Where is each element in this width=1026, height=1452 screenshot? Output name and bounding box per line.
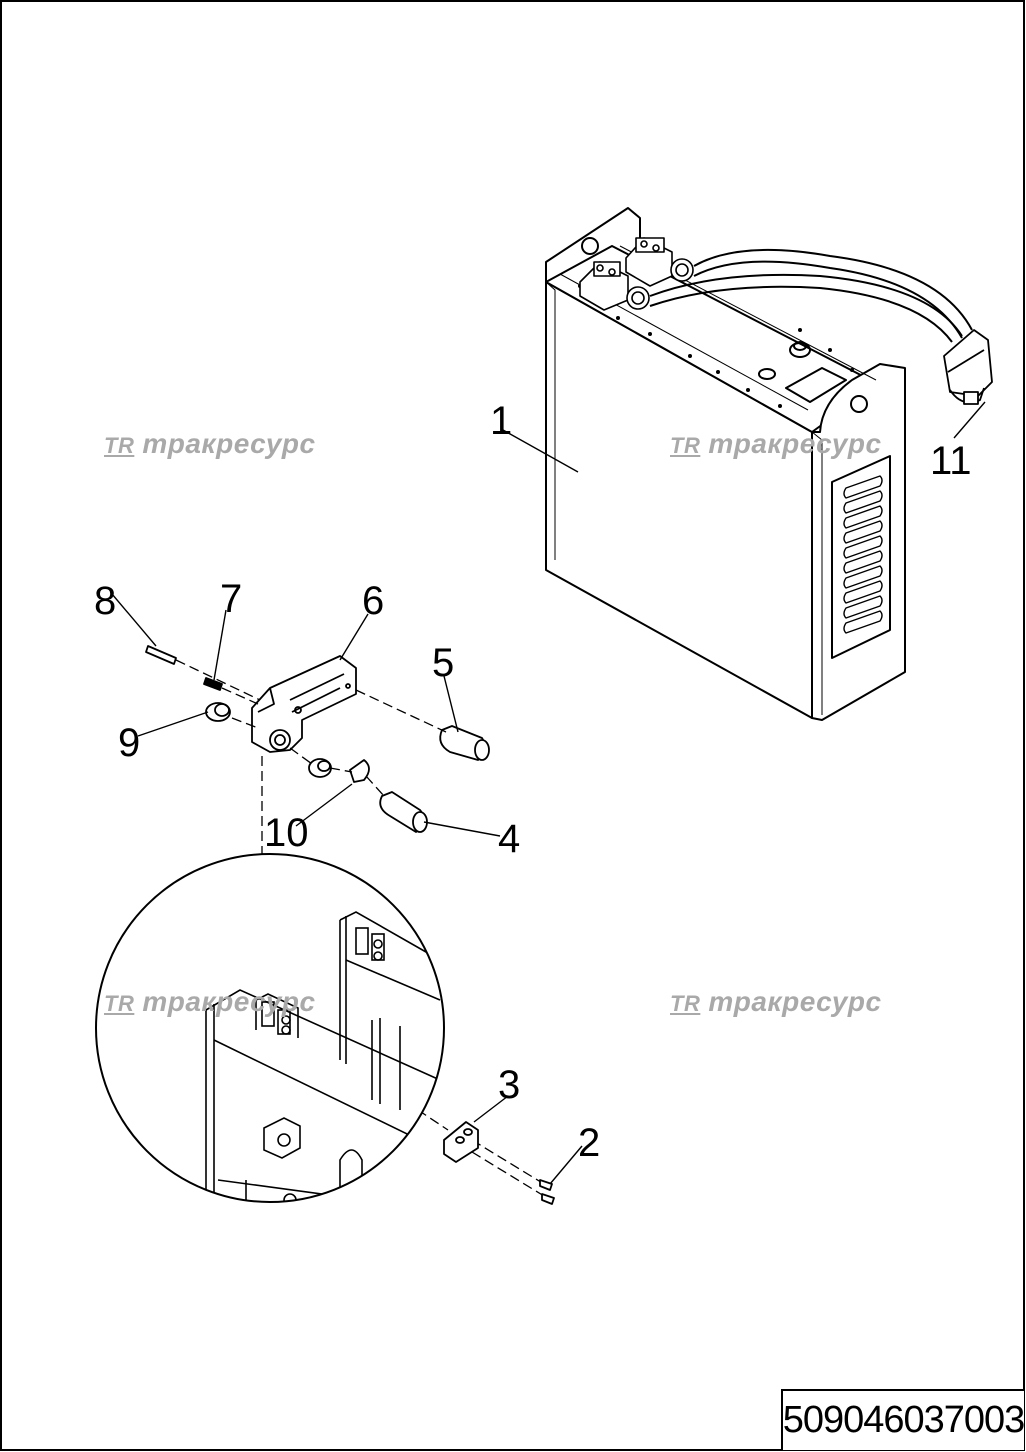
callout-8: 8 [94, 579, 116, 623]
watermark-text: тракресурс [708, 428, 882, 459]
battery-side-plate [811, 363, 906, 721]
watermark-text: тракресурс [708, 986, 882, 1017]
callout-2: 2 [578, 1121, 600, 1165]
callout-4: 4 [498, 817, 520, 861]
watermark: TR тракресурс [104, 428, 316, 460]
bracket [251, 655, 357, 753]
vent-slots [843, 475, 883, 634]
watermark-logo-icon: TR [104, 991, 135, 1016]
battery-box [545, 207, 993, 721]
battery-terminals [579, 237, 694, 311]
pin [145, 645, 177, 665]
callout-labels: 1 2 3 4 5 6 7 8 9 10 11 [94, 399, 972, 1165]
spring [203, 677, 223, 691]
callout-5: 5 [432, 641, 454, 685]
leader-lines [111, 401, 986, 1185]
plate [443, 1121, 479, 1163]
battery-connector [943, 329, 993, 405]
watermark-logo-icon: TR [104, 433, 135, 458]
callout-1: 1 [490, 399, 512, 443]
watermark-logo-icon: TR [670, 433, 701, 458]
part-number: 509046037003 [782, 1399, 1026, 1441]
vent-frame [831, 455, 891, 659]
watermark: TR тракресурс [670, 428, 882, 460]
battery-top-window [785, 367, 847, 403]
detail-circle [95, 853, 445, 1203]
watermark: TR тракресурс [104, 986, 316, 1018]
watermark-text: тракресурс [142, 428, 316, 459]
battery-back-plate [545, 207, 641, 282]
callout-7: 7 [220, 577, 242, 621]
bracket-assembly [145, 645, 555, 1205]
callout-11: 11 [930, 439, 972, 483]
callout-6: 6 [362, 579, 384, 623]
callout-9: 9 [118, 721, 140, 765]
watermark: TR тракресурс [670, 986, 882, 1018]
screw [541, 1193, 555, 1205]
part-number-box: 509046037003 [781, 1389, 1026, 1450]
watermark-text: тракресурс [142, 986, 316, 1017]
battery-cables [649, 248, 973, 343]
watermark-logo-icon: TR [670, 991, 701, 1016]
callout-10: 10 [264, 811, 309, 855]
screw [539, 1179, 553, 1191]
detail-view [95, 853, 445, 1203]
callout-3: 3 [498, 1063, 520, 1107]
